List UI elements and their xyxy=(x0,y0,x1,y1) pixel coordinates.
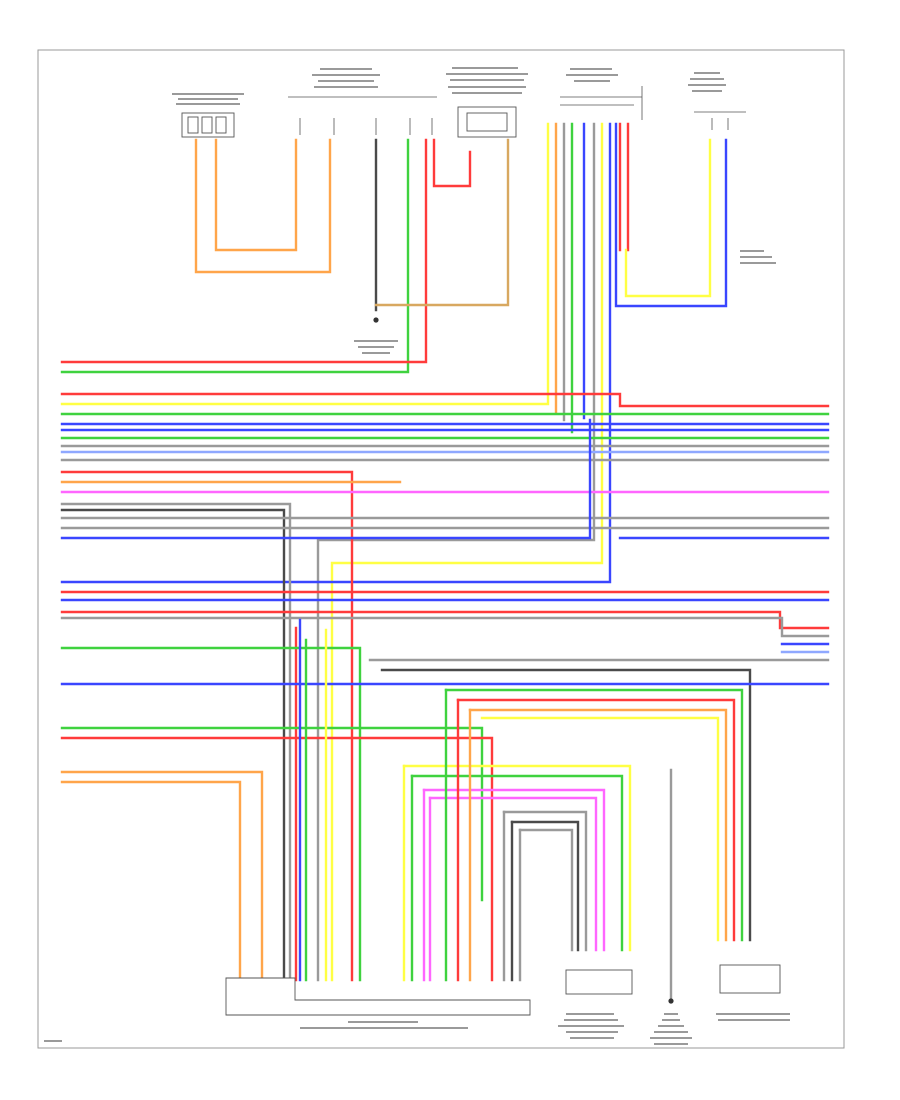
wire-red-27 xyxy=(60,470,354,982)
steering-switch-module xyxy=(565,969,633,995)
wire-yellow-13 xyxy=(330,122,604,982)
wire-gray-59 xyxy=(502,810,588,952)
wire-red-38 xyxy=(60,610,830,630)
sensor-connector-far-right xyxy=(694,111,746,130)
wire-yellow-18 xyxy=(624,138,712,298)
wire-gray-40 xyxy=(60,616,830,638)
component-caption-marks xyxy=(44,67,790,1045)
wire-blue-14 xyxy=(60,122,612,584)
main-control-module xyxy=(225,977,531,1016)
wire-orange-53 xyxy=(60,770,264,982)
wire-green-56 xyxy=(410,774,624,952)
wire-green-51 xyxy=(60,726,484,902)
wire-orange-49 xyxy=(468,708,728,942)
ground-point-center xyxy=(373,317,379,323)
ground-point-lower xyxy=(668,998,674,1004)
wire-tan-6 xyxy=(374,138,510,307)
wire-layer xyxy=(60,122,830,1002)
relay-connector-top-right xyxy=(560,86,643,120)
wire-black-31 xyxy=(60,508,286,982)
wire-black-45 xyxy=(380,668,752,942)
wire-yellow-50 xyxy=(480,716,720,942)
electric-switch-lower-right xyxy=(719,964,781,994)
switch-module-top-center xyxy=(457,106,517,138)
wire-orange-0 xyxy=(194,138,332,274)
wire-green-47 xyxy=(444,688,744,942)
wire-pink-57 xyxy=(422,788,606,952)
wire-red-5 xyxy=(432,138,472,188)
wire-orange-54 xyxy=(60,780,242,982)
wire-gray-12 xyxy=(316,122,596,982)
wire-green-3 xyxy=(60,138,410,374)
wire-green-43 xyxy=(60,646,362,982)
wire-yellow-7 xyxy=(60,122,550,406)
wire-orange-1 xyxy=(214,138,298,252)
wire-red-19 xyxy=(60,392,830,408)
diagram-frame xyxy=(37,49,845,1049)
wire-yellow-55 xyxy=(402,764,632,952)
electric-switch-top-left-connector xyxy=(181,112,235,138)
upper-multi-pin-connector xyxy=(288,96,437,135)
wire-red-52 xyxy=(60,736,494,982)
wire-red-48 xyxy=(456,698,736,942)
wire-black-60 xyxy=(510,820,580,952)
wire-blue-17 xyxy=(614,122,728,308)
wire-pink-58 xyxy=(428,796,598,952)
wire-blue-34 xyxy=(60,418,592,540)
wire-gray-61 xyxy=(518,828,574,952)
wire-red-4 xyxy=(60,138,428,364)
wire-gray-30 xyxy=(60,502,292,982)
